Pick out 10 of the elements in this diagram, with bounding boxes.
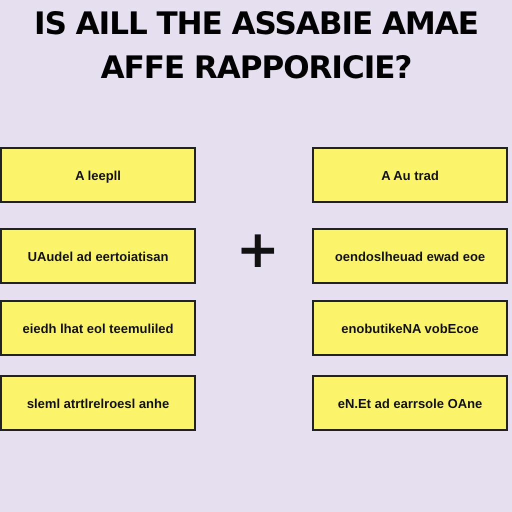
- text-box: eiedh lhat eol teemuliled: [0, 300, 196, 356]
- text-box: enobutikeNA vobEcoe: [312, 300, 508, 356]
- text-box: oendoslheuad ewad eoe: [312, 228, 508, 284]
- text-box: A Au trad: [312, 147, 508, 203]
- text-box: sleml atrtlrelroesl anhe: [0, 375, 196, 431]
- text-box: A leepll: [0, 147, 196, 203]
- text-box: eN.Et ad earrsole OAne: [312, 375, 508, 431]
- title: IS AILL THE ASSABIE AMAE AFFE RAPPORICIE?: [33, 5, 479, 88]
- plus-sign: +: [236, 222, 280, 278]
- text-box: UAudel ad eertoiatisan: [0, 228, 196, 284]
